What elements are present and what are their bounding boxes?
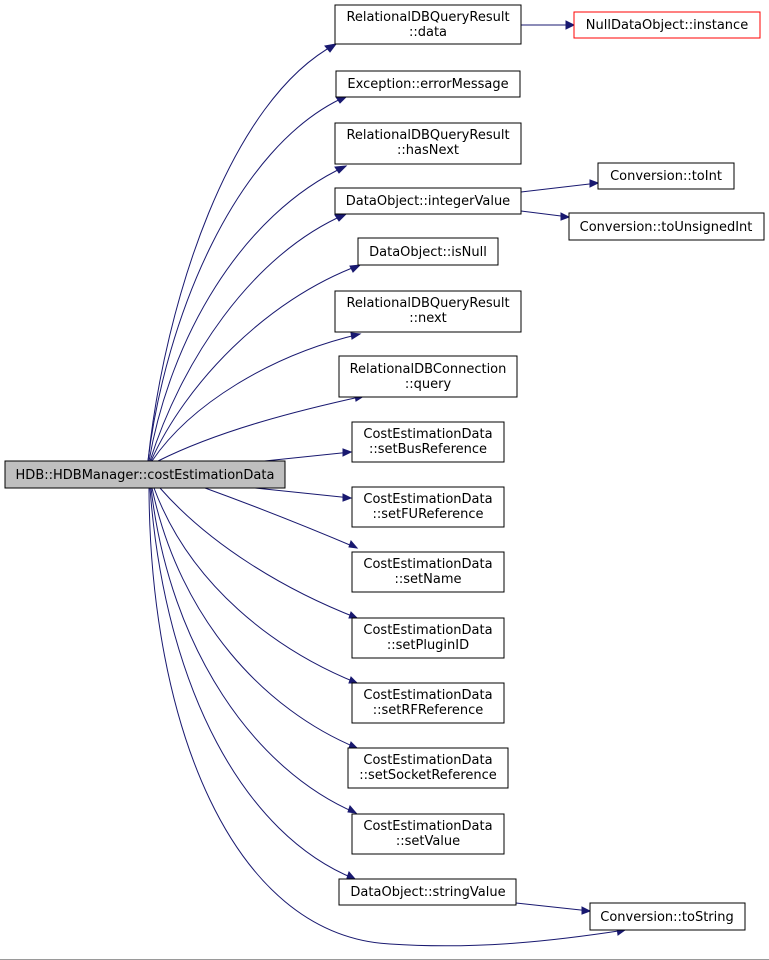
node-label-line2: ::setSocketReference — [359, 768, 497, 783]
node-label-line2: ::setBusReference — [369, 442, 487, 457]
node-root-cost-estimation-data[interactable]: HDB::HDBManager::costEstimationData — [4, 460, 286, 489]
edge-root-to-do-isnull — [150, 264, 361, 462]
node-label: NullDataObject::instance — [586, 18, 748, 33]
edge-arrowhead — [348, 611, 359, 619]
node-null-data-object-instance[interactable]: NullDataObject::instance — [573, 11, 761, 39]
node-ced-set-fu-reference[interactable]: CostEstimationData ::setFUReference — [351, 486, 505, 528]
node-label-line1: RelationalDBConnection — [350, 362, 507, 377]
node-data-object-string-value[interactable]: DataObject::stringValue — [338, 878, 517, 906]
node-exception-error-message[interactable]: Exception::errorMessage — [335, 70, 521, 98]
node-rdb-connection-query[interactable]: RelationalDBConnection ::query — [338, 355, 518, 398]
node-label: DataObject::isNull — [369, 245, 487, 260]
node-label-line1: CostEstimationData — [363, 557, 492, 572]
edge-arrowhead — [349, 264, 362, 273]
node-ced-set-rf-reference[interactable]: CostEstimationData ::setRFReference — [351, 682, 505, 724]
node-ced-set-value[interactable]: CostEstimationData ::setValue — [351, 813, 505, 855]
node-ced-set-name[interactable]: CostEstimationData ::setName — [351, 551, 505, 593]
node-label-line2: ::query — [405, 377, 452, 392]
node-label: Conversion::toInt — [610, 169, 722, 184]
edge-arrowhead — [342, 448, 353, 457]
edge-arrowhead — [560, 212, 571, 221]
node-label-line1: CostEstimationData — [363, 623, 492, 638]
edge-root-to-ced-rf — [153, 487, 358, 684]
nodes: HDB::HDBManager::costEstimationData Rela… — [4, 4, 765, 931]
node-conversion-to-unsigned-int[interactable]: Conversion::toUnsignedInt — [568, 212, 765, 241]
edge-root-to-ced-value — [150, 487, 357, 814]
edge-do-string-to-conv-tostring — [515, 902, 591, 912]
edges — [147, 20, 627, 947]
node-conversion-to-string[interactable]: Conversion::toString — [589, 902, 746, 931]
node-label-line1: RelationalDBQueryResult — [346, 296, 509, 311]
edge-arrowhead — [346, 871, 357, 880]
edge-root-to-ced-name — [204, 487, 358, 549]
edge-arrowhead — [348, 540, 359, 549]
edge-do-integer-to-conv-toint — [520, 182, 599, 193]
node-label-line1: CostEstimationData — [363, 819, 492, 834]
edge-arrowhead — [581, 906, 592, 915]
node-conversion-to-int[interactable]: Conversion::toInt — [597, 162, 735, 190]
edge-arrowhead — [347, 805, 358, 814]
node-label-line2: ::setValue — [396, 834, 460, 849]
node-label: Conversion::toUnsignedInt — [580, 220, 753, 235]
node-label: Conversion::toString — [600, 910, 734, 925]
node-label: Exception::errorMessage — [347, 77, 508, 92]
node-label: DataObject::stringValue — [350, 885, 505, 900]
node-ced-set-plugin-id[interactable]: CostEstimationData ::setPluginID — [351, 617, 505, 659]
edge-arrowhead — [348, 741, 359, 749]
node-label-line1: RelationalDBQueryResult — [346, 128, 509, 143]
edge-root-to-ced-plugin — [159, 487, 358, 619]
edge-root-to-ced-bus — [254, 451, 352, 463]
node-rdbqr-next[interactable]: RelationalDBQueryResult ::next — [334, 290, 522, 333]
edge-root-to-exc-error — [147, 95, 348, 462]
edge-arrowhead — [565, 20, 576, 30]
node-label: DataObject::integerValue — [346, 194, 510, 209]
edge-arrowhead — [589, 179, 600, 188]
edge-root-to-ced-fu — [254, 487, 352, 499]
node-label-line2: ::next — [409, 311, 447, 326]
edge-arrowhead — [324, 43, 338, 53]
edge-arrowhead — [342, 493, 353, 502]
node-label-line2: ::setPluginID — [387, 638, 469, 653]
node-rdbqr-hasnext[interactable]: RelationalDBQueryResult ::hasNext — [334, 122, 522, 165]
node-label-line1: CostEstimationData — [363, 753, 492, 768]
edge-root-to-rdbqr-next — [151, 333, 361, 462]
edge-arrowhead — [334, 165, 348, 174]
node-data-object-is-null[interactable]: DataObject::isNull — [357, 237, 499, 266]
node-label-line2: ::setFUReference — [372, 507, 483, 522]
edge-root-to-ced-socket — [151, 487, 358, 749]
node-label-line2: ::hasNext — [397, 143, 459, 158]
node-label-line1: CostEstimationData — [363, 688, 492, 703]
node-ced-set-socket-reference[interactable]: CostEstimationData ::setSocketReference — [347, 747, 509, 789]
node-label-line1: CostEstimationData — [363, 427, 492, 442]
edge-root-to-do-integer — [149, 213, 347, 462]
node-label-line1: RelationalDBQueryResult — [346, 10, 509, 25]
node-label-line2: ::data — [409, 25, 447, 40]
node-label-line2: ::setName — [395, 572, 462, 587]
node-ced-set-bus-reference[interactable]: CostEstimationData ::setBusReference — [351, 421, 505, 463]
node-rdbqr-data[interactable]: RelationalDBQueryResult ::data — [334, 4, 522, 45]
edge-root-to-conv-tostring — [148, 487, 626, 947]
edge-arrowhead — [334, 213, 348, 222]
node-label: HDB::HDBManager::costEstimationData — [16, 468, 275, 483]
edge-arrowhead — [350, 332, 362, 340]
node-data-object-integer-value[interactable]: DataObject::integerValue — [334, 187, 522, 215]
edge-arrowhead — [348, 676, 359, 684]
node-label-line2: ::setRFReference — [373, 703, 484, 718]
node-label-line1: CostEstimationData — [363, 492, 492, 507]
edge-root-to-do-string — [149, 487, 356, 880]
edge-root-to-rdbc-query — [157, 395, 365, 462]
edge-root-to-rdbqr-data — [147, 43, 337, 462]
edge-root-to-rdbqr-hasnext — [148, 165, 347, 462]
